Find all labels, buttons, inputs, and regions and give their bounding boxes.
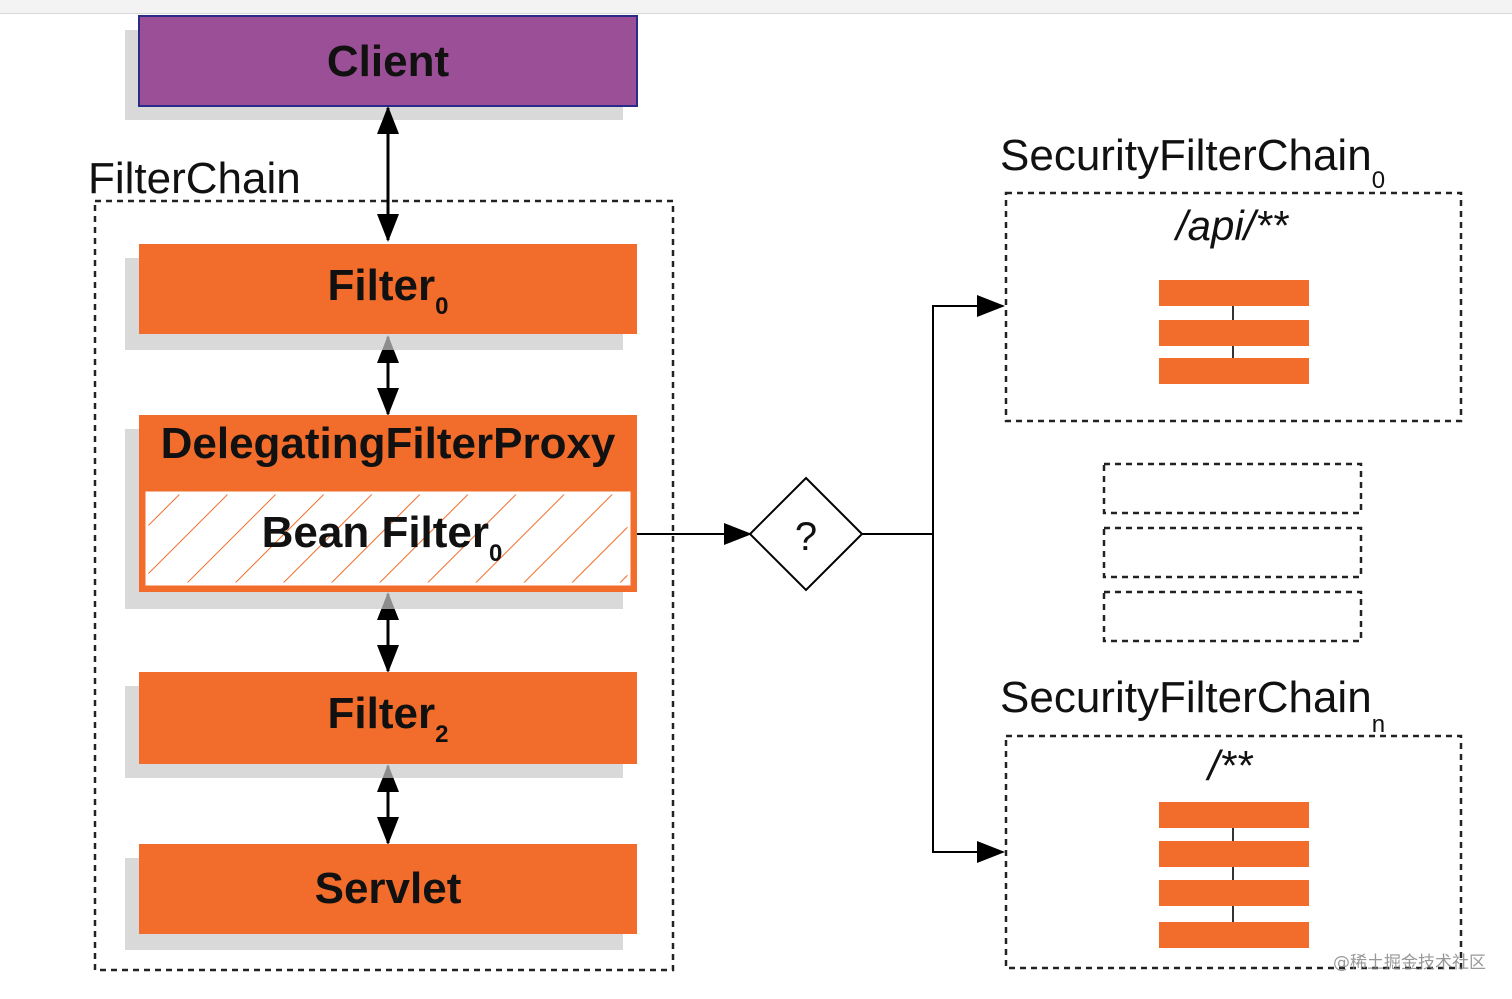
security-chain-0-title: SecurityFilterChain0 <box>1000 131 1385 194</box>
security-chain-0-pattern: /api/** <box>1173 202 1290 249</box>
filter2-label: Filter2 <box>328 689 449 748</box>
security-filter <box>1159 320 1309 346</box>
security-chain-n-pattern: /** <box>1205 742 1254 789</box>
filter0-box <box>139 244 637 334</box>
servlet-label: Servlet <box>315 864 462 913</box>
bean-filter-label: Bean Filter0 <box>262 508 503 567</box>
chain-placeholder <box>1102 462 1363 515</box>
security-chain-n-title: SecurityFilterChainn <box>1000 673 1385 738</box>
browser-bookmarks-bar <box>0 0 1512 14</box>
chain-placeholder <box>1102 526 1363 579</box>
security-chain-0-filters <box>1159 280 1309 384</box>
security-filter <box>1159 880 1309 906</box>
arrow-to-chain-0 <box>932 295 1005 534</box>
bean-filter-box <box>145 491 631 586</box>
filter2-box <box>139 672 637 764</box>
decision-label: ? <box>795 515 817 559</box>
arrow-to-chain-n <box>932 534 1005 863</box>
delegating-filter-proxy-label: DelegatingFilterProxy <box>161 419 616 468</box>
watermark: @稀土掘金技术社区 <box>1333 953 1486 973</box>
security-filter <box>1159 922 1309 948</box>
client-box <box>138 15 638 107</box>
security-filter <box>1159 802 1309 828</box>
security-filter <box>1159 841 1309 867</box>
filterchain-label: FilterChain <box>88 154 301 203</box>
security-filter <box>1159 358 1309 384</box>
chain-placeholder <box>1102 590 1363 643</box>
security-filter <box>1159 280 1309 306</box>
decision-diamond <box>748 476 864 592</box>
security-chain-n-filters <box>1159 802 1309 948</box>
security-chain-n-box <box>1004 734 1463 970</box>
servlet-box <box>139 844 637 934</box>
intermediate-chains <box>1102 462 1363 643</box>
filter0-label: Filter0 <box>328 261 449 320</box>
client-label: Client <box>327 37 450 86</box>
